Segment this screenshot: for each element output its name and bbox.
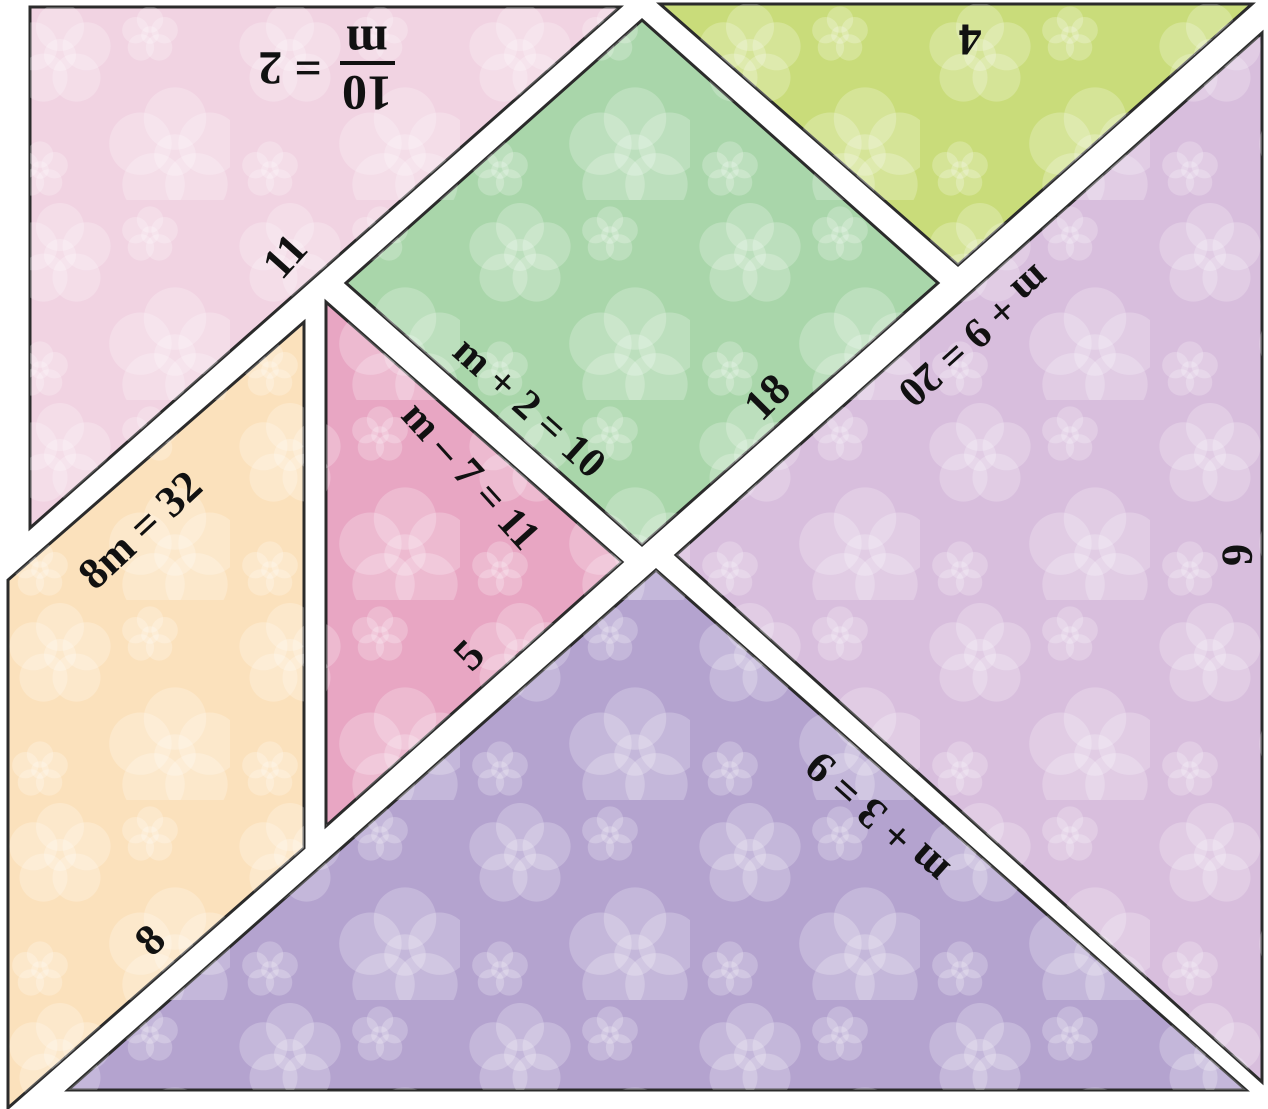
label-fraction-denominator: m bbox=[346, 16, 388, 72]
label-right-edge: 6 bbox=[1213, 544, 1262, 566]
label-fraction-numerator: 10 bbox=[342, 66, 392, 122]
label-fraction-result: = 2 bbox=[258, 41, 321, 94]
label-top-right: 4 bbox=[959, 14, 982, 65]
